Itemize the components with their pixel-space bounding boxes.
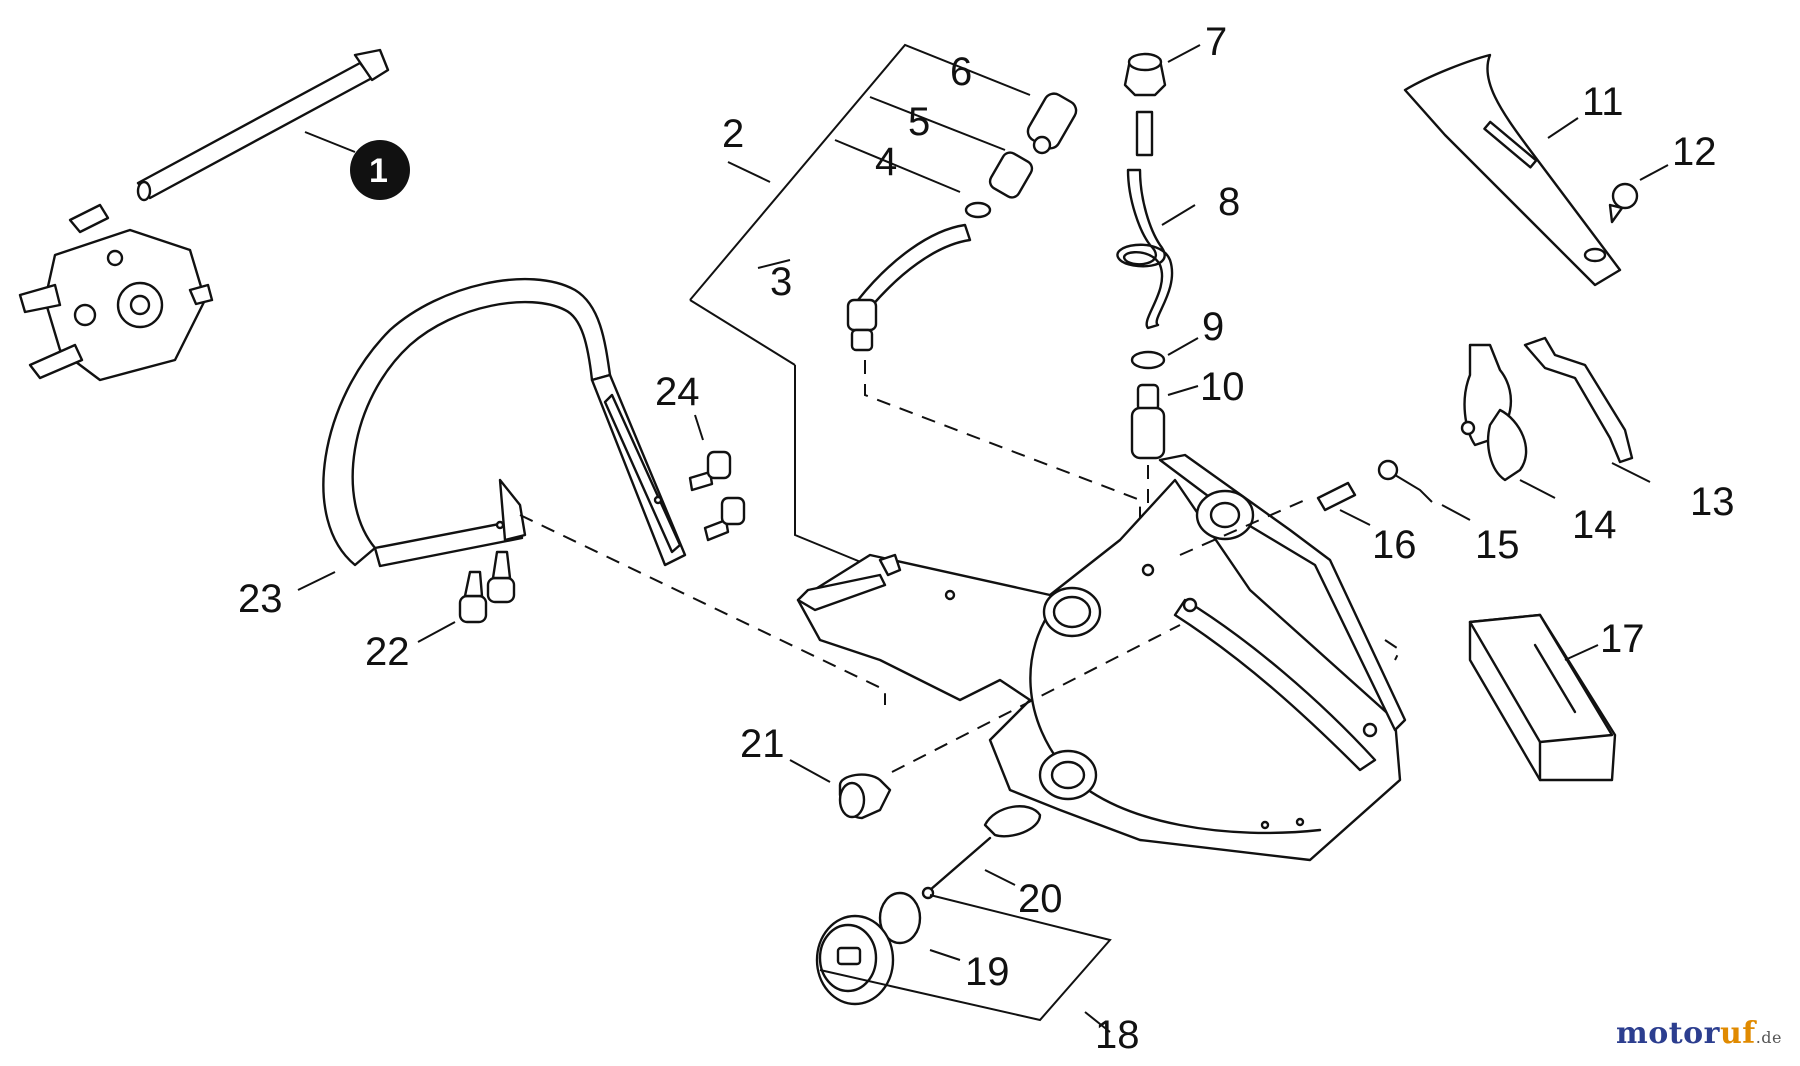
label-part-12: 12 — [1672, 130, 1717, 174]
part-15-16-pin-spring — [1316, 459, 1471, 526]
part-7-10-fuel-line — [1116, 44, 1201, 460]
part-1-tube — [136, 48, 390, 202]
label-part-20: 20 — [1018, 877, 1063, 921]
label-part-16: 16 — [1372, 523, 1417, 567]
label-part-1: 1 — [369, 152, 388, 190]
label-part-19: 19 — [965, 950, 1010, 994]
label-part-5: 5 — [908, 100, 930, 144]
label-part-8: 8 — [1218, 180, 1240, 224]
badge-part-1 — [350, 140, 410, 200]
part-17-rubber-block — [1468, 613, 1617, 782]
label-part-13: 13 — [1690, 480, 1735, 524]
watermark-brand-b: uf — [1719, 1016, 1756, 1051]
label-part-9: 9 — [1202, 305, 1224, 349]
part-23-front-handle — [297, 278, 687, 591]
part-labels: 1 2 3 4 5 6 7 8 9 10 11 12 13 14 15 16 1… — [238, 20, 1735, 1057]
label-part-3: 3 — [770, 260, 792, 304]
main-housing — [796, 453, 1407, 862]
label-part-14: 14 — [1572, 503, 1617, 547]
label-part-23: 23 — [238, 577, 283, 621]
part-13-bracket — [1523, 336, 1651, 483]
label-part-15: 15 — [1475, 523, 1520, 567]
label-part-18: 18 — [1095, 1013, 1140, 1057]
label-part-7: 7 — [1205, 20, 1227, 64]
part-12-screw — [1608, 164, 1669, 224]
label-part-2: 2 — [722, 112, 744, 156]
assembly-line-plug — [891, 624, 1181, 773]
assembly-line-right — [1384, 639, 1402, 661]
part-22-screws — [417, 550, 516, 643]
label-part-4: 4 — [875, 140, 897, 184]
assembly-line-oil — [864, 360, 1141, 520]
label-part-6: 6 — [950, 50, 972, 94]
part-14-lever — [1460, 343, 1556, 499]
label-part-11: 11 — [1582, 80, 1624, 124]
label-part-24: 24 — [655, 370, 700, 414]
watermark-brand-a: motor — [1616, 1016, 1720, 1051]
label-part-10: 10 — [1200, 365, 1245, 409]
watermark-logo: motoruf.de — [1616, 1016, 1782, 1051]
watermark-tld: .de — [1755, 1028, 1782, 1047]
label-part-22: 22 — [365, 630, 410, 674]
part-24-screws — [688, 414, 746, 542]
part-21-plug — [789, 759, 892, 820]
label-part-17: 17 — [1600, 617, 1645, 661]
part-2-oil-line-group — [689, 43, 1078, 566]
part-11-cover — [1403, 53, 1622, 287]
assembly-line-handle — [519, 514, 886, 705]
label-part-21: 21 — [740, 722, 785, 766]
carburetor-assembly — [18, 203, 214, 382]
part-18-20-cap — [815, 805, 1112, 1033]
